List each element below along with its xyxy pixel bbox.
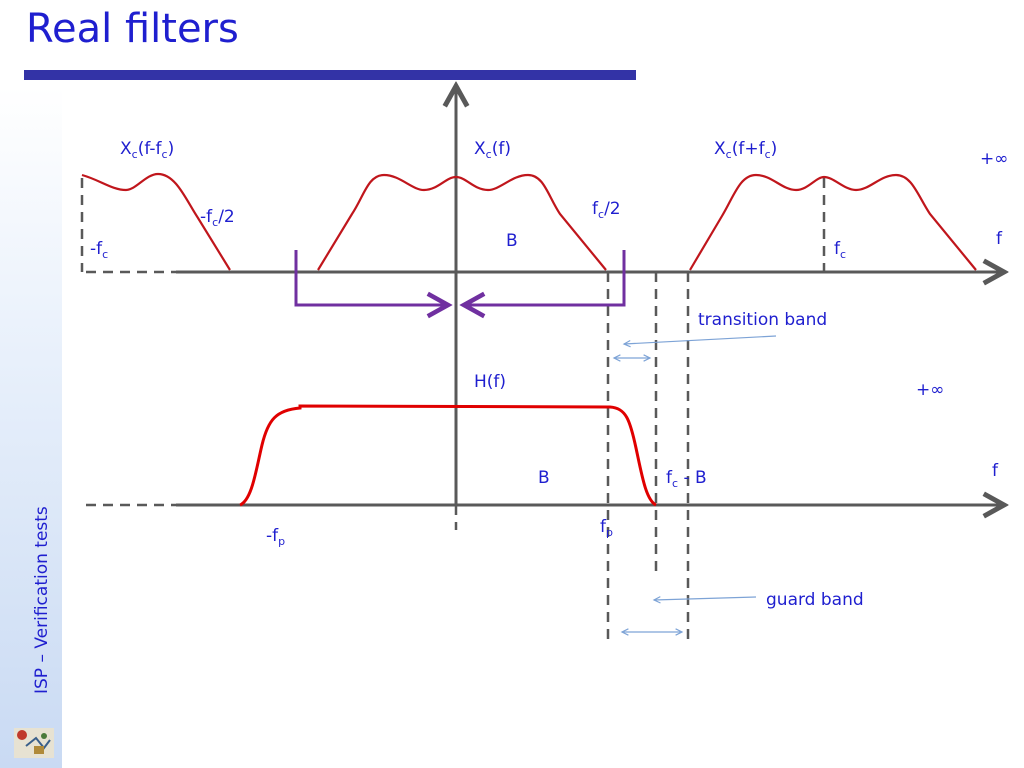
spectrum-replica-right (689, 173, 977, 271)
label-fc-minus-b: fc - B (666, 468, 707, 490)
footer-logo-icon (14, 728, 54, 758)
sidebar-gradient (0, 86, 62, 768)
label-fc-half: fc/2 (592, 199, 621, 221)
label-bottom-infinity: +∞ (916, 380, 944, 400)
label-bottom-frequency-axis: f (992, 461, 999, 481)
label-top-bandwidth: B (506, 231, 518, 251)
label-bottom-bandwidth: B (538, 468, 550, 488)
bandwidth-bracket-right (464, 250, 626, 305)
guard-band-pointer (652, 596, 757, 604)
label-xc-f: Xc(f) (474, 139, 511, 161)
label-transition-band: transition band (698, 310, 827, 330)
slide-title: Real filters (26, 6, 239, 52)
label-top-infinity: +∞ (980, 149, 1008, 169)
spectrum-replica-left (81, 172, 231, 271)
title-underline-bar (24, 70, 636, 80)
label-xc-f-minus-fc: Xc(f-fc) (120, 139, 174, 161)
label-xc-f-plus-fc: Xc(f+fc) (714, 139, 777, 161)
filter-response-curve (239, 404, 657, 507)
spectrum-replica-center (317, 173, 607, 271)
label-fc: fc (834, 239, 846, 261)
label-top-frequency-axis: f (996, 229, 1003, 249)
label-minus-fc-half: -fc/2 (200, 207, 235, 229)
label-h-f: H(f) (474, 372, 506, 392)
bandwidth-bracket-left (294, 250, 448, 305)
label-minus-fp: -fp (266, 526, 285, 548)
label-fp: fp (600, 517, 613, 539)
transition-band-pointer (622, 335, 777, 348)
label-guard-band: guard band (766, 590, 864, 610)
label-minus-fc: -fc (90, 239, 108, 261)
